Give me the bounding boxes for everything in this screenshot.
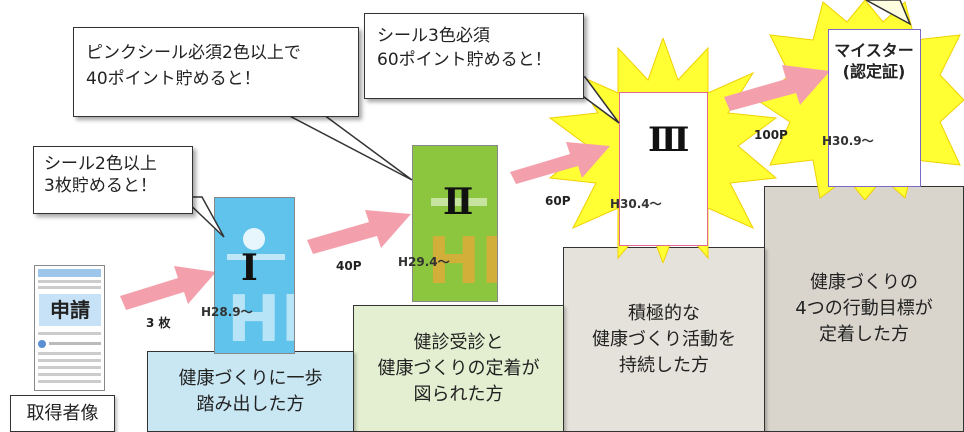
level-2-era: H29.4～ xyxy=(398,255,450,269)
arrow-label-100p: 100P xyxy=(754,128,788,142)
arrow-2-to-3 xyxy=(510,142,610,184)
step-2-block: 健診受診と 健康づくりの定着が 図られた方 xyxy=(353,305,564,432)
level-1-numeral: Ⅰ xyxy=(241,247,258,289)
arrow-1-to-2 xyxy=(307,210,411,254)
step-4-block: 健康づくりの 4つの行動目標が 定着した方 xyxy=(764,186,964,432)
application-form-card: 申請 xyxy=(34,265,105,391)
level-2-numeral: Ⅱ xyxy=(443,181,474,223)
callout-4-partial xyxy=(865,0,912,26)
level-3-numeral: Ⅲ xyxy=(648,120,690,160)
callout-2: ピンクシール必須2色以上で 40ポイント貯めると！ xyxy=(73,27,359,117)
callout-2-tail xyxy=(281,111,413,181)
arrow-label-40p: 40P xyxy=(336,259,362,273)
level-1-era: H28.9～ xyxy=(201,305,253,319)
arrow-3-to-meister xyxy=(724,65,830,111)
meister-era: H30.9～ xyxy=(822,134,874,148)
apply-label: 申請 xyxy=(39,294,101,326)
level-3-card: Ⅲ xyxy=(619,92,708,246)
step-3-block: 積極的な 健康づくり活動を 持続した方 xyxy=(563,247,765,432)
meister-title: マイスター (認定証) xyxy=(834,41,914,81)
arrow-label-3: 3 枚 xyxy=(146,316,171,330)
meister-card: マイスター (認定証) xyxy=(828,29,921,187)
callout-1: シール2色以上 3枚貯めると！ xyxy=(33,146,193,214)
arrow-label-60p: 60P xyxy=(545,194,571,208)
recipient-profile-label: 取得者像 xyxy=(10,395,115,432)
step-1-block: 健康づくりに一歩 踏み出した方 xyxy=(147,351,354,432)
arrow-apply-to-1 xyxy=(120,266,216,310)
callout-3: シール3色必須 60ポイント貯めると！ xyxy=(364,13,584,99)
level-2-card: Ⅱ HP xyxy=(412,145,498,302)
level-2-hp-watermark: HP xyxy=(427,225,497,299)
level-1-hp-watermark: HP xyxy=(227,283,294,354)
level-1-card: Ⅰ HP xyxy=(214,197,295,354)
level-3-era: H30.4～ xyxy=(610,197,662,211)
